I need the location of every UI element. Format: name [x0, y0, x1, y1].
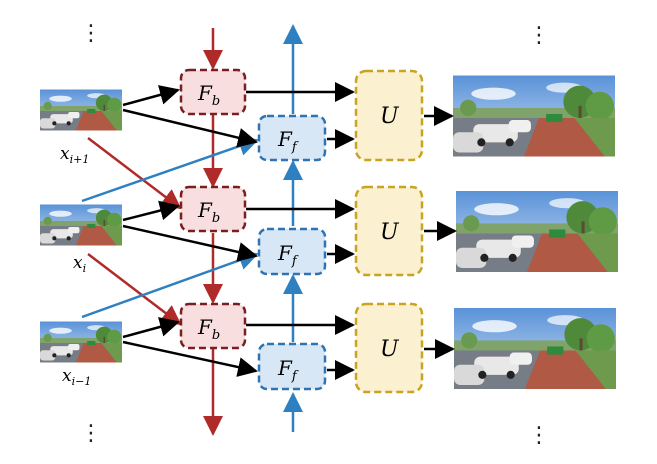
backward-module-2: Fb	[179, 185, 247, 233]
forward-diag-1	[81, 136, 259, 203]
ellipsis-bottom-right: ⋮	[528, 423, 550, 448]
ellipsis-bottom-left: ⋮	[80, 421, 102, 446]
input-label-i-minus-1: xi−1	[62, 366, 91, 388]
svg-text:Ff: Ff	[277, 241, 299, 269]
output-frame-middle	[456, 191, 618, 272]
backward-module-1: Fb	[179, 68, 247, 116]
svg-text:Fb: Fb	[197, 198, 220, 226]
ellipsis-top-left: ⋮	[80, 21, 102, 46]
upsample-module-1: U	[354, 69, 424, 162]
forward-module-2: Ff	[257, 227, 327, 276]
output-frame-bottom	[454, 308, 616, 389]
svg-text:U: U	[380, 220, 400, 245]
output-frame-top	[453, 75, 615, 157]
upsample-module-2: U	[354, 185, 424, 277]
input-to-fb-2	[122, 200, 180, 222]
input-frame-i	[40, 204, 122, 246]
input-to-ff-1	[122, 108, 258, 148]
svg-text:Ff: Ff	[277, 127, 299, 155]
forward-module-3: Ff	[257, 342, 327, 391]
input-to-fb-3	[122, 317, 180, 339]
svg-text:Ff: Ff	[277, 356, 299, 384]
input-frame-i-minus-1	[40, 321, 122, 363]
svg-text:Fb: Fb	[197, 81, 220, 109]
input-label-i: xi	[73, 253, 86, 275]
svg-text:U: U	[380, 337, 400, 362]
input-label-i-plus-1: xi+1	[60, 144, 89, 166]
svg-text:Fb: Fb	[197, 315, 220, 343]
backward-diag-2	[87, 253, 182, 326]
input-to-fb-1	[122, 85, 180, 107]
input-to-ff-3	[122, 340, 258, 377]
ellipsis-top-right: ⋮	[528, 23, 550, 48]
backward-module-3: Fb	[179, 302, 247, 350]
forward-diag-2	[81, 250, 259, 319]
forward-module-1: Ff	[257, 114, 327, 162]
svg-text:U: U	[380, 104, 400, 129]
input-to-ff-2	[122, 224, 258, 262]
input-frame-i-plus-1	[40, 89, 122, 131]
backward-diag-1	[87, 137, 182, 210]
upsample-module-3: U	[354, 302, 424, 394]
